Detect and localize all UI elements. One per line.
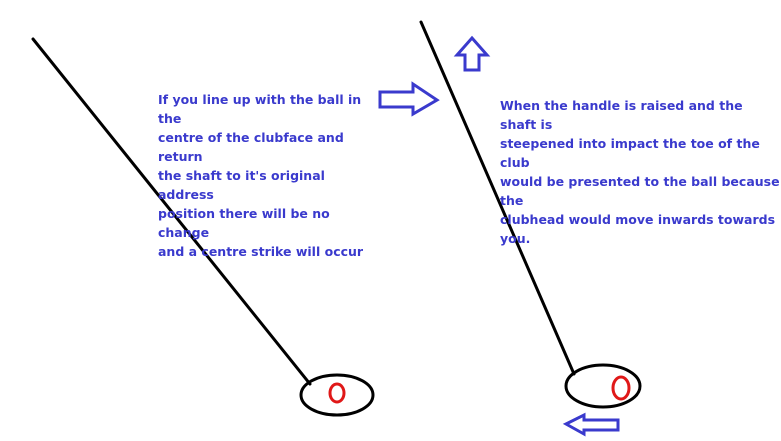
left-annotation: If you line up with the ball in the cent… [158,92,364,259]
right-clubhead [564,363,642,409]
left-club-shaft [31,37,312,386]
right-ball [611,375,631,401]
arrow-right-icon [378,81,440,117]
arrow-left-icon [562,412,620,437]
left-ball [328,382,346,404]
right-club-shaft [419,20,576,376]
right-annotation: When the handle is raised and the shaft … [500,98,780,246]
arrow-up-icon [453,35,491,72]
left-clubhead [299,373,375,417]
left-club [31,37,375,417]
right-club [419,20,642,409]
